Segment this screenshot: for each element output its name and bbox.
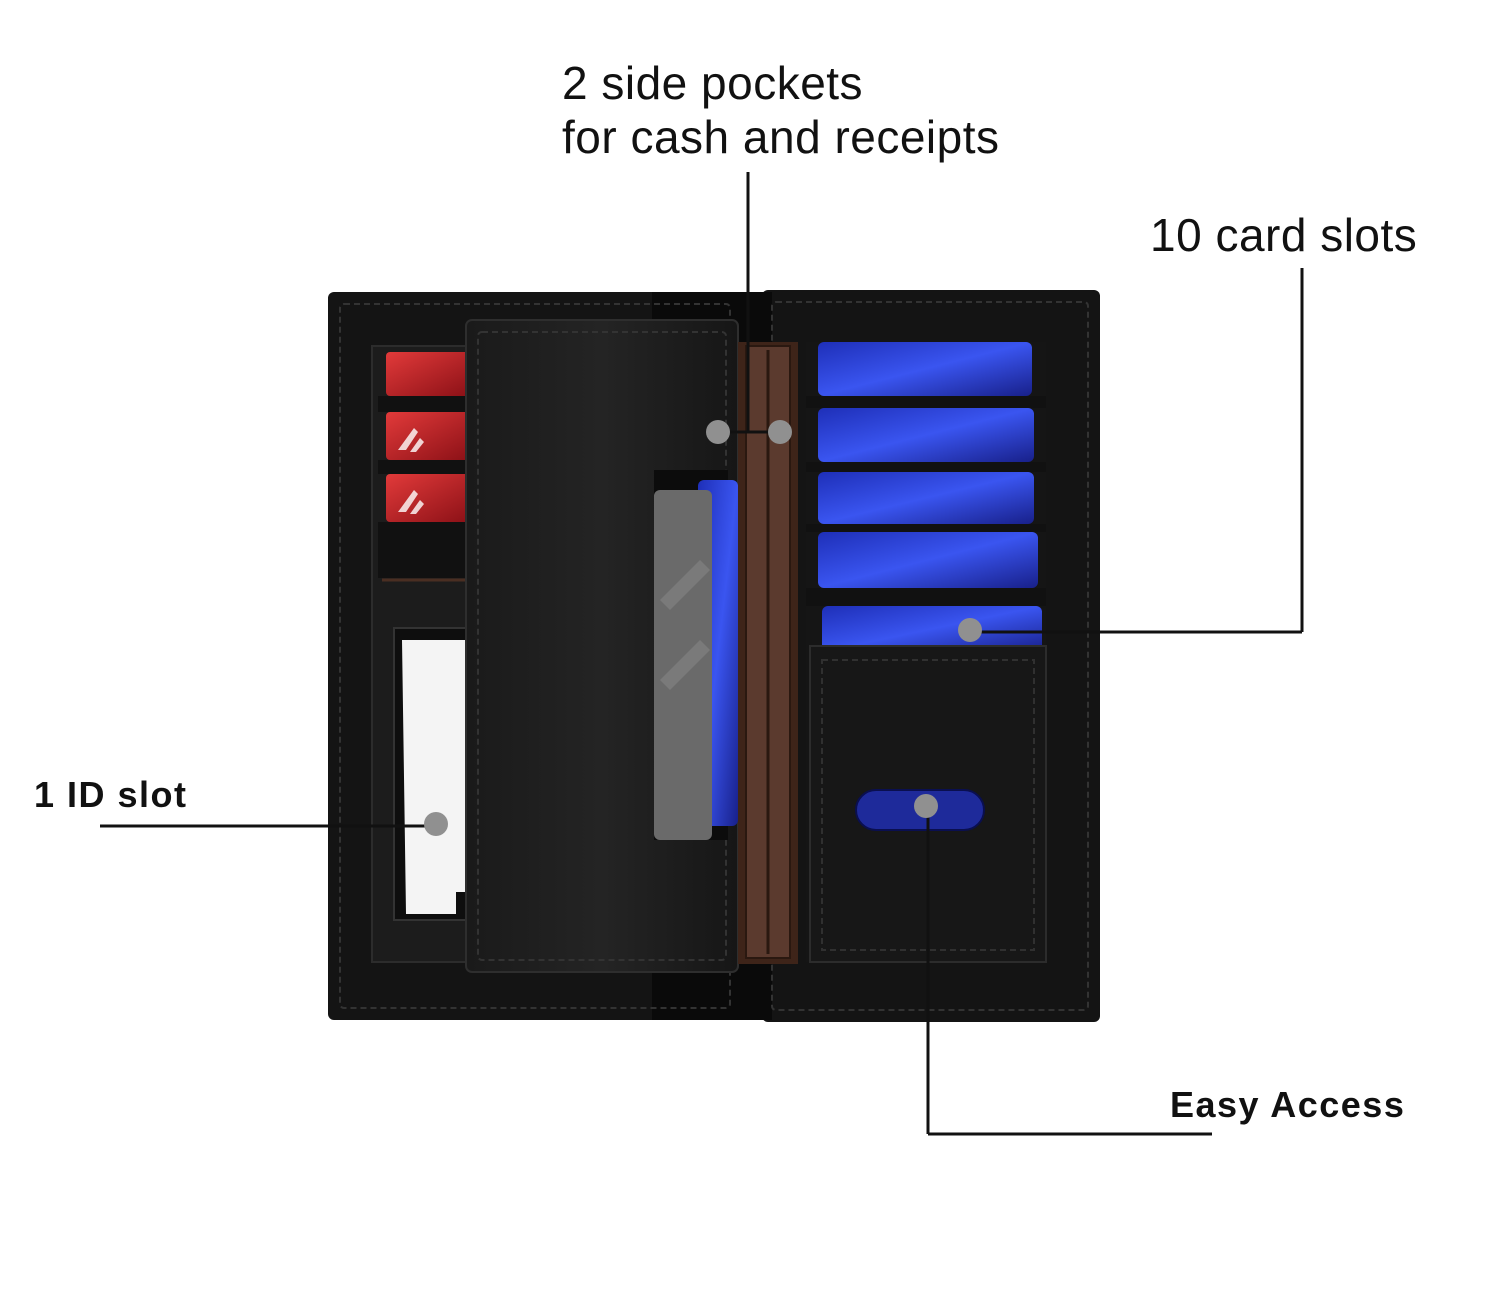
- blue-card: [822, 606, 1042, 652]
- card-slots-label: 10 card slots: [1150, 209, 1418, 261]
- id-card: [402, 640, 466, 914]
- side-pockets-label: 2 side pockets for cash and receipts: [562, 56, 1000, 164]
- thumb-cutout: [855, 789, 985, 831]
- red-card: [386, 412, 472, 460]
- id-slot-label: 1 ID slot: [34, 774, 188, 815]
- blue-card: [818, 472, 1034, 524]
- red-card: [386, 474, 472, 522]
- easy-access-label: Easy Access: [1170, 1084, 1406, 1125]
- blue-card: [818, 342, 1032, 396]
- blue-card: [818, 408, 1034, 462]
- blue-card: [818, 532, 1038, 588]
- red-card: [386, 352, 472, 396]
- side-pockets-label-line2: for cash and receipts: [562, 111, 1000, 163]
- side-pockets-label-line1: 2 side pockets: [562, 57, 864, 109]
